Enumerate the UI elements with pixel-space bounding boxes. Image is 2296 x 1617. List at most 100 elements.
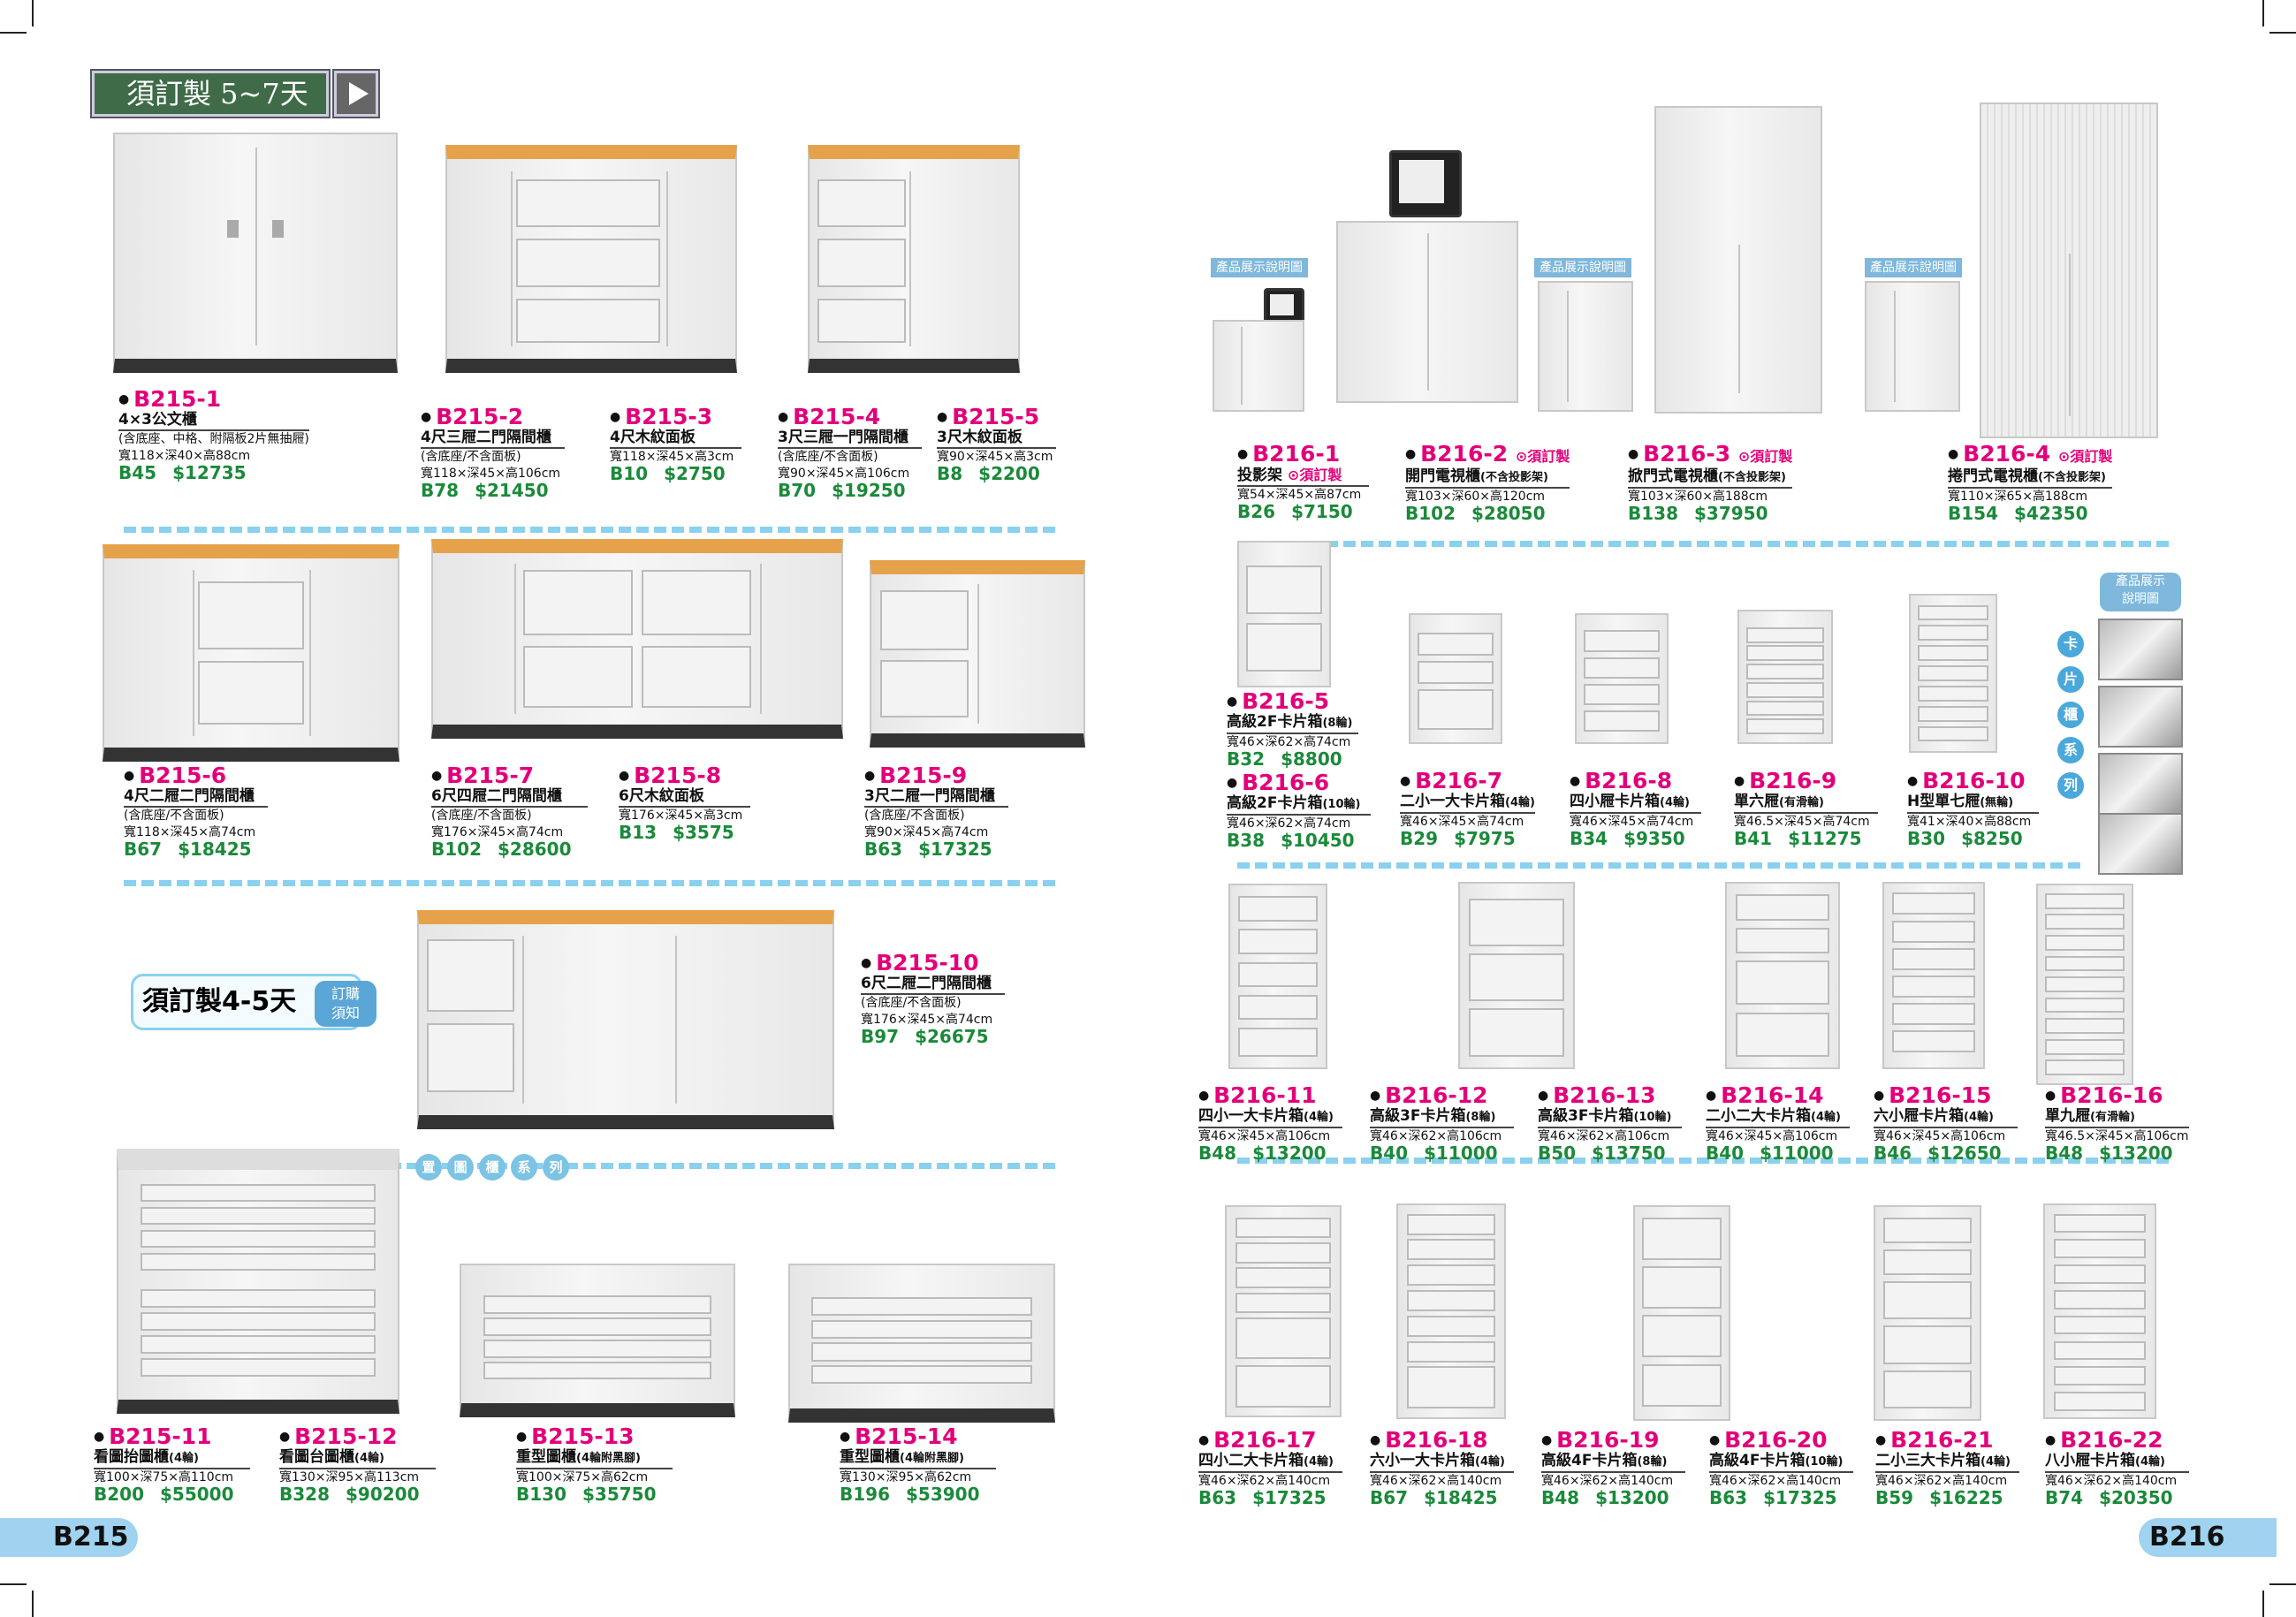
product-name: 3尺二屜一門隔間櫃 bbox=[864, 788, 1008, 808]
product-tag-b215-7: B215-7 6尺四屜二門隔間櫃 (含底座/不含面板) 寬176×深45×高74… bbox=[431, 763, 588, 858]
price-code: B78 bbox=[421, 480, 460, 501]
product-name: 高級2F卡片箱(10輪) bbox=[1227, 795, 1371, 816]
tv-image bbox=[1389, 150, 1462, 217]
product-dimensions: 寬46×深45×高106cm bbox=[1706, 1129, 1838, 1143]
product-code: B215-1 bbox=[118, 387, 309, 412]
price-value: $42350 bbox=[2014, 503, 2088, 524]
product-tag-b216-7: B216-7 二小一大卡片箱(4輪) 寬46×深45×高74cm B29$797… bbox=[1400, 769, 1535, 847]
product-price: B40$11000 bbox=[1370, 1143, 1514, 1164]
product-tag-b216-8: B216-8 四小屜卡片箱(4輪) 寬46×深45×高74cm B34$9350 bbox=[1570, 769, 1701, 847]
price-code: B29 bbox=[1400, 828, 1439, 849]
product-tag-b216-9: B216-9 單六屜(有滑輪) 寬46.5×深45×高74cm B41$1127… bbox=[1734, 769, 1878, 847]
product-image-b215-9 bbox=[870, 560, 1085, 748]
crop-mark bbox=[0, 1583, 27, 1585]
divider bbox=[124, 880, 1061, 886]
product-code: B216-16 bbox=[2045, 1083, 2189, 1108]
name-sub: (4輪) bbox=[354, 1452, 384, 1465]
product-name: 3尺木紋面板 bbox=[937, 429, 1056, 449]
product-dimensions: 寬176×深45×高74cm bbox=[861, 1013, 993, 1027]
product-image-b216-21 bbox=[1874, 1205, 1981, 1421]
price-code: B138 bbox=[1628, 503, 1678, 524]
price-code: B26 bbox=[1237, 501, 1276, 522]
product-price: B48$13200 bbox=[2045, 1144, 2189, 1162]
order-notice-badge[interactable]: 訂購須知 bbox=[315, 981, 376, 1027]
card-cabinet-series-label: 卡片櫃系列 bbox=[2057, 631, 2086, 808]
product-tag-b216-21: B216-21 二小三大卡片箱(4輪) 寬46×深62×高140cm B59$1… bbox=[1875, 1428, 2019, 1507]
name-sub: (不含投影架) bbox=[1718, 471, 1786, 484]
product-code: B216-21 bbox=[1875, 1428, 2019, 1453]
product-name: 二小二大卡片箱(4輪) bbox=[1706, 1108, 1850, 1128]
product-tag-b216-11: B216-11 四小一大卡片箱(4輪) 寬46×深45×高106cm B48$1… bbox=[1198, 1083, 1342, 1162]
product-dimensions: 寬46×深62×高140cm bbox=[1541, 1474, 1674, 1488]
product-image-b215-14 bbox=[788, 1264, 1055, 1423]
name-sub: (4輪附黑腳) bbox=[576, 1452, 641, 1465]
product-name: 看圖台圖櫃(4輪) bbox=[279, 1449, 436, 1469]
side-title-line1: 產品展示 bbox=[2116, 574, 2165, 588]
name-sub: (4輪附黑腳) bbox=[900, 1452, 964, 1465]
product-dimensions: 寬130×深95×高62cm bbox=[840, 1470, 972, 1484]
product-name: 4尺三屜二門隔間櫃 bbox=[421, 429, 565, 449]
product-image-b216-1-small bbox=[1213, 320, 1304, 412]
product-code: B215-4 bbox=[778, 405, 922, 429]
product-code: B215-14 bbox=[840, 1424, 996, 1449]
product-image-b216-18 bbox=[1396, 1203, 1506, 1419]
name-text: 高級2F卡片箱 bbox=[1227, 794, 1323, 812]
product-code: B216-5 bbox=[1227, 689, 1358, 714]
price-code: B40 bbox=[1370, 1143, 1409, 1164]
product-dimensions: 寬118×深45×高3cm bbox=[610, 450, 734, 464]
divider bbox=[124, 1163, 1061, 1169]
product-name: 開門電視櫃(不含投影架) bbox=[1405, 468, 1570, 489]
price-value: $3575 bbox=[673, 822, 734, 843]
product-image-b216-11 bbox=[1228, 884, 1327, 1069]
product-dimensions: 寬110×深65×高188cm bbox=[1948, 490, 2088, 504]
product-image-b216-15 bbox=[1882, 882, 1985, 1069]
price-code: B97 bbox=[861, 1026, 900, 1047]
product-dimensions: 寬176×深45×高74cm bbox=[431, 825, 564, 839]
product-tag-b216-6: B216-6 高級2F卡片箱(10輪) 寬46×深62×高74cm B38$10… bbox=[1227, 771, 1371, 849]
price-value: $7150 bbox=[1291, 501, 1353, 522]
product-dimensions: 寬46×深45×高106cm bbox=[1198, 1129, 1331, 1143]
name-text: 重型圖櫃 bbox=[840, 1448, 900, 1466]
product-dimensions: 寬46.5×深45×高74cm bbox=[1734, 815, 1870, 829]
price-value: $13750 bbox=[1592, 1143, 1666, 1164]
name-text: 高級2F卡片箱 bbox=[1227, 713, 1323, 731]
product-code: B216-2 ⊙須訂製 bbox=[1405, 442, 1570, 468]
name-text: 開門電視櫃 bbox=[1405, 467, 1480, 485]
custom-mark: ⊙須訂製 bbox=[2057, 448, 2113, 465]
product-code: B216-7 bbox=[1400, 769, 1535, 793]
name-sub: (8輪) bbox=[1322, 717, 1353, 730]
price-value: $17325 bbox=[918, 839, 992, 860]
name-sub: (4輪) bbox=[1980, 1455, 2011, 1469]
drawing-cabinet-series-label: 置圖櫃系列 bbox=[415, 1154, 574, 1180]
product-image-b216-5 bbox=[1237, 541, 1331, 687]
product-code: B215-12 bbox=[279, 1424, 436, 1449]
product-dimensions: 寬100×深75×高110cm bbox=[94, 1470, 234, 1484]
product-price: B29$7975 bbox=[1400, 828, 1535, 849]
price-code: B13 bbox=[619, 822, 658, 843]
product-code: B215-8 bbox=[619, 763, 750, 788]
price-code: B8 bbox=[937, 463, 963, 484]
page-number-left: B215 bbox=[0, 1518, 138, 1557]
series-char: 圖 bbox=[447, 1154, 474, 1180]
product-dimensions: 寬46×深62×高140cm bbox=[1875, 1474, 2008, 1488]
series-char: 列 bbox=[2057, 772, 2084, 799]
name-text: 四小一大卡片箱 bbox=[1198, 1107, 1304, 1125]
product-tag-b215-3: B215-3 4尺木紋面板 寬118×深45×高3cm B10$2750 bbox=[610, 405, 741, 482]
series-char: 櫃 bbox=[2057, 702, 2084, 728]
product-dimensions: 寬46×深62×高74cm bbox=[1227, 816, 1351, 831]
detail-photo bbox=[2098, 753, 2183, 815]
product-image-b216-16 bbox=[2036, 884, 2133, 1085]
series-char: 置 bbox=[415, 1154, 442, 1180]
product-price: B38$10450 bbox=[1227, 831, 1371, 849]
product-note: (含底座、中格、附隔板2片無抽屜) bbox=[118, 432, 309, 446]
price-value: $12735 bbox=[172, 462, 247, 483]
product-code: B216-9 bbox=[1734, 769, 1878, 793]
product-name: 二小一大卡片箱(4輪) bbox=[1400, 793, 1535, 814]
product-tag-b215-6: B215-6 4尺二屜二門隔間櫃 (含底座/不含面板) 寬118×深45×高74… bbox=[124, 763, 268, 858]
crop-mark bbox=[2269, 1583, 2296, 1585]
product-price: B46$12650 bbox=[1874, 1144, 2018, 1162]
product-code: B216-10 bbox=[1907, 769, 2039, 793]
price-value: $11275 bbox=[1788, 828, 1862, 849]
price-code: B196 bbox=[840, 1484, 890, 1505]
custom-mark: ⊙須訂製 bbox=[1737, 448, 1793, 465]
